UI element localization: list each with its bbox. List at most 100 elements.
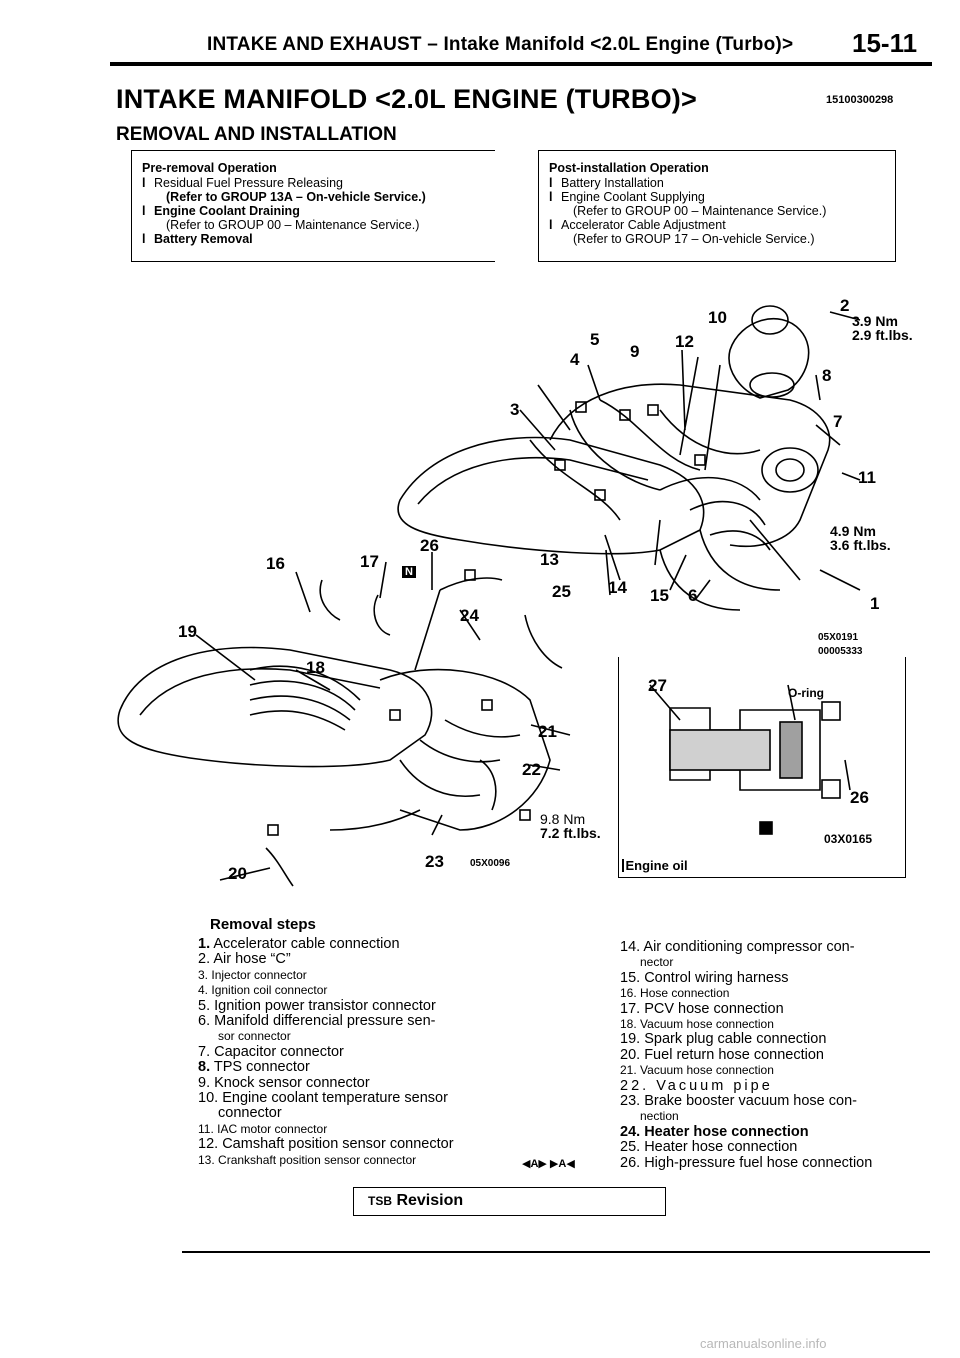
callout-10: 10 (708, 308, 727, 327)
list-item: 9. Knock sensor connector (198, 1074, 370, 1091)
callout-14: 14 (608, 578, 627, 597)
tsb-revision-label: TSB Revision (368, 1192, 464, 1209)
list-item-ref: (Refer to GROUP 00 – Maintenance Service… (166, 218, 420, 232)
service-point-marker: ◀A▶ ▶A◀ (522, 1158, 575, 1170)
footer-rule (182, 1251, 930, 1253)
section-title: REMOVAL AND INSTALLATION (116, 124, 397, 145)
list-item: 12. Camshaft position sensor connector (198, 1136, 454, 1153)
torque-spec-mid: 4.9 Nm 3.6 ft.lbs. (830, 523, 891, 553)
air-hose-c (728, 317, 810, 399)
list-item: 21. Vacuum hose connection (620, 1063, 774, 1078)
list-item: 24. Heater hose connection (620, 1123, 809, 1140)
list-item: connector (218, 1105, 282, 1122)
callout-26-detail: 26 (850, 788, 869, 807)
cam-cover-lower (117, 646, 433, 768)
callout-2: 2 (840, 296, 850, 315)
list-item: sor connector (218, 1029, 291, 1044)
callout-1: 1 (870, 594, 880, 613)
callout-24: 24 (460, 606, 479, 625)
callout-19: 19 (178, 622, 197, 641)
throttle-ring (761, 447, 819, 493)
engine-illustration (117, 305, 861, 887)
tsb-revision-box: TSB Revision (353, 1187, 666, 1216)
watermark: carmanualsonline.info (700, 1336, 827, 1351)
callout-12: 12 (675, 332, 694, 351)
vacuum-pipe (479, 759, 497, 811)
callout-3: 3 (510, 400, 520, 419)
list-item: 2. Air hose “C” (198, 951, 291, 968)
removal-steps-title: Removal steps (210, 916, 316, 933)
list-item-ref: (Refer to GROUP 00 – Maintenance Service… (573, 204, 827, 218)
n-marker: N (402, 566, 416, 578)
running-header: INTAKE AND EXHAUST – Intake Manifold <2.… (207, 34, 793, 56)
list-item: 4. Ignition coil connector (198, 983, 328, 998)
list-item: 14. Air conditioning compressor con- (620, 939, 855, 955)
pre-removal-heading: Pre-removal Operation (142, 161, 277, 175)
callout-15: 15 (650, 586, 669, 605)
figure-code: 05X0096 (470, 858, 511, 869)
callout-7: 7 (833, 412, 843, 431)
callout-18: 18 (306, 658, 325, 677)
list-item: 15. Control wiring harness (620, 969, 789, 986)
list-item: 23. Brake booster vacuum hose con- (620, 1093, 857, 1110)
list-item: 18. Vacuum hose connection (620, 1017, 774, 1032)
intake-runners (549, 383, 831, 548)
callout-23: 23 (425, 852, 444, 871)
list-item: 7. Capacitor connector (198, 1043, 344, 1060)
header-section: INTAKE AND EXHAUST – (207, 34, 438, 55)
callout-17: 17 (360, 552, 379, 571)
list-item-ref: (Refer to GROUP 17 – On-vehicle Service.… (573, 232, 815, 246)
list-item: 5. Ignition power transistor connector (198, 997, 436, 1014)
list-item: 1. Accelerator cable connection (198, 936, 400, 952)
list-item: 3. Injector connector (198, 967, 307, 982)
list-item: 13. Crankshaft position sensor connector (198, 1152, 417, 1167)
list-item: 26. High-pressure fuel hose connection (620, 1154, 873, 1171)
header-subsection: Intake Manifold <2.0L Engine (Turbo)> (443, 34, 794, 55)
removal-steps-left: 1. Accelerator cable connection 2. Air h… (198, 936, 454, 1168)
header-rule (110, 62, 932, 66)
callout-21: 21 (538, 722, 557, 741)
callout-9: 9 (630, 342, 640, 361)
page-number: 15-11 (852, 28, 918, 58)
list-item: nection (640, 1109, 679, 1124)
wiring-harness (529, 399, 761, 521)
lower-manifold (379, 668, 551, 831)
heater-hose (524, 614, 563, 669)
callout-27: 27 (648, 676, 667, 695)
page-title: INTAKE MANIFOLD <2.0L ENGINE (TURBO)> (116, 84, 697, 114)
detail-cross-section (649, 684, 851, 835)
list-item: 19. Spark plug cable connection (620, 1031, 827, 1048)
detail-caption: Engine oil (622, 858, 688, 873)
list-item: 22. Vacuum pipe (620, 1077, 773, 1094)
detail-view-box (618, 657, 906, 878)
oring-label: O-ring (788, 686, 824, 700)
list-item: 25. Heater hose connection (620, 1139, 798, 1156)
callout-13: 13 (540, 550, 559, 569)
document-number: 15100300298 (826, 94, 894, 106)
removal-steps-right: 14. Air conditioning compressor con- nec… (620, 939, 873, 1171)
callout-26: 26 (420, 536, 439, 555)
exploded-view-diagram: 2 10 5 12 9 4 8 3 7 11 26 16 17 13 14 25… (100, 290, 922, 890)
callout-11: 11 (858, 468, 876, 487)
figure-code: 00005333 (818, 646, 863, 657)
torque-spec-low: 9.8 Nm 7.2 ft.lbs. (540, 811, 601, 841)
callout-20: 20 (228, 864, 247, 883)
list-item: 17. PCV hose connection (620, 1000, 784, 1017)
callout-8: 8 (822, 366, 832, 385)
list-item-ref: (Refer to GROUP 13A – On-vehicle Service… (166, 190, 426, 204)
list-item: 8. TPS connector (198, 1059, 310, 1076)
callout-16: 16 (266, 554, 285, 573)
list-item: 20. Fuel return hose connection (620, 1046, 824, 1063)
list-item: 10. Engine coolant temperature sensor (198, 1090, 448, 1107)
callout-6: 6 (688, 586, 698, 605)
